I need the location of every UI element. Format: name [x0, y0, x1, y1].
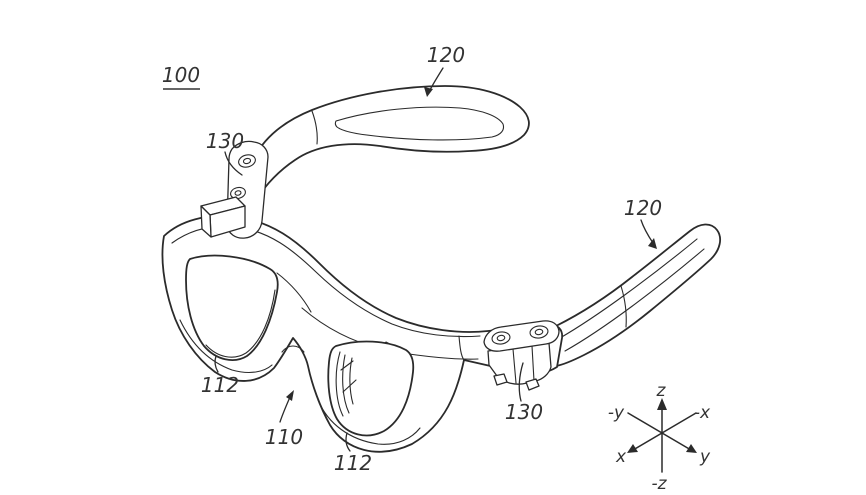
leader-130-left — [224, 151, 243, 176]
camera-box-side-face — [200, 205, 212, 238]
axis-z-arrowhead — [657, 398, 667, 410]
right-temple-ridge-line — [564, 248, 705, 352]
label-120-right: 120 — [624, 196, 662, 220]
left-lens-edge-line — [205, 289, 276, 358]
axis-y-line — [627, 412, 692, 451]
leader-130-right — [518, 362, 524, 402]
bridge-top-line — [276, 272, 312, 313]
axis-x-arrowhead — [627, 444, 638, 453]
label-120-top: 120 — [427, 43, 465, 67]
coordinate-axes: z -z -y -x x y — [608, 381, 711, 494]
front-frame — [161, 215, 563, 453]
label-130-left: 130 — [206, 129, 244, 153]
axis-label-x: x — [615, 447, 627, 467]
hinge-screw-icon — [238, 154, 256, 168]
hinge-screw-icon — [491, 331, 511, 345]
nose-notch-line — [281, 345, 305, 353]
label-112-right: 112 — [334, 451, 372, 475]
reference-labels: 100 120 130 120 112 110 112 130 — [162, 43, 662, 475]
display-element-line — [342, 354, 350, 414]
right-temple-divider-line — [620, 285, 627, 328]
axis-label-neg-y: -y — [608, 403, 625, 423]
axis-label-neg-x: -x — [694, 403, 711, 423]
right-temple — [552, 223, 722, 367]
right-hinge-foot — [493, 373, 508, 386]
right-hinge-foot — [525, 378, 540, 391]
axis-label-z: z — [656, 381, 667, 401]
display-element-hatch — [340, 360, 357, 393]
left-rim-bevel-line — [179, 319, 273, 374]
left-temple-outline — [248, 85, 530, 204]
left-lens-opening — [185, 254, 279, 361]
left-temple — [248, 85, 530, 204]
arrowhead-110 — [286, 390, 294, 401]
label-130-right: 130 — [505, 400, 543, 424]
hinge-screw-icon — [230, 186, 246, 200]
leader-112-left — [214, 355, 219, 373]
right-temple-ridge-line — [559, 238, 698, 339]
right-lens-edge-line — [335, 351, 344, 417]
endpiece-contour-line — [458, 335, 465, 361]
left-lens — [185, 254, 279, 361]
label-100: 100 — [162, 63, 200, 87]
right-hinge — [483, 320, 560, 391]
hinge-screw-icon — [529, 325, 549, 339]
axis-label-neg-z: -z — [651, 474, 667, 494]
axis-label-y: y — [699, 447, 711, 467]
label-112-left: 112 — [201, 373, 239, 397]
axis-x-line — [632, 412, 697, 451]
label-110: 110 — [265, 425, 303, 449]
axis-y-arrowhead — [686, 444, 697, 453]
leader-120-right — [640, 219, 654, 244]
left-temple-inner-slot — [334, 106, 505, 141]
right-lens — [327, 340, 415, 437]
leader-112-right — [345, 432, 351, 452]
leader-110 — [279, 396, 291, 423]
arrowhead-120-right — [648, 238, 657, 249]
right-hinge-inner-line — [512, 345, 535, 384]
right-rim-bevel-line — [317, 399, 421, 445]
right-temple-outline — [552, 223, 722, 367]
leader-120-top — [429, 67, 444, 91]
right-lens-opening — [327, 340, 415, 437]
left-temple-divider-line — [311, 110, 318, 145]
arrowhead-120-top — [424, 87, 433, 97]
camera-module — [200, 196, 246, 238]
